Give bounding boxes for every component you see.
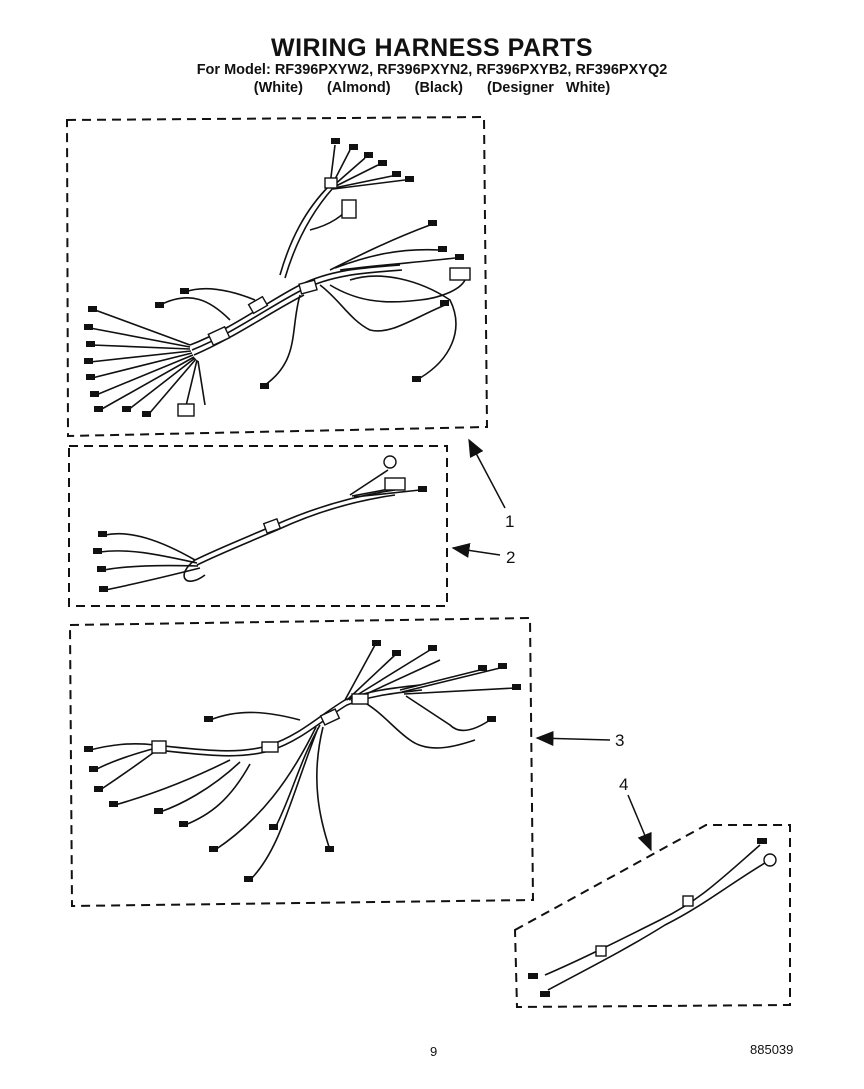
- variant-white: (White): [253, 80, 303, 96]
- page-number: 9: [430, 1044, 438, 1059]
- callout-4: 4: [619, 775, 629, 794]
- harness-part-1: [65, 115, 489, 438]
- harness-part-2: [68, 445, 448, 607]
- part-1-dashed-box: [65, 115, 489, 438]
- callout-leaders: [451, 438, 652, 852]
- model-list: For Model: RF396PXYW2, RF396PXYN2, RF396…: [196, 62, 668, 78]
- callout-3: 3: [615, 731, 625, 750]
- variant-almond: (Almond): [326, 80, 391, 96]
- color-variants: (White) (Almond) (Black) (Designer White…: [0, 80, 864, 96]
- part-2-dashed-box: [68, 445, 448, 607]
- document-number: 885039: [750, 1042, 794, 1057]
- callout-2: 2: [506, 548, 516, 567]
- part-3-dashed-box: [68, 616, 535, 908]
- part-4-dashed-box: [513, 824, 791, 1009]
- page-title: WIRING HARNESS PARTS: [270, 34, 594, 62]
- callout-1: 1: [505, 512, 515, 531]
- harness-part-4: [513, 824, 791, 1009]
- variant-black: (Black): [414, 80, 463, 96]
- variant-designer-white: (Designer White): [487, 80, 611, 96]
- harness-part-3: [68, 616, 535, 908]
